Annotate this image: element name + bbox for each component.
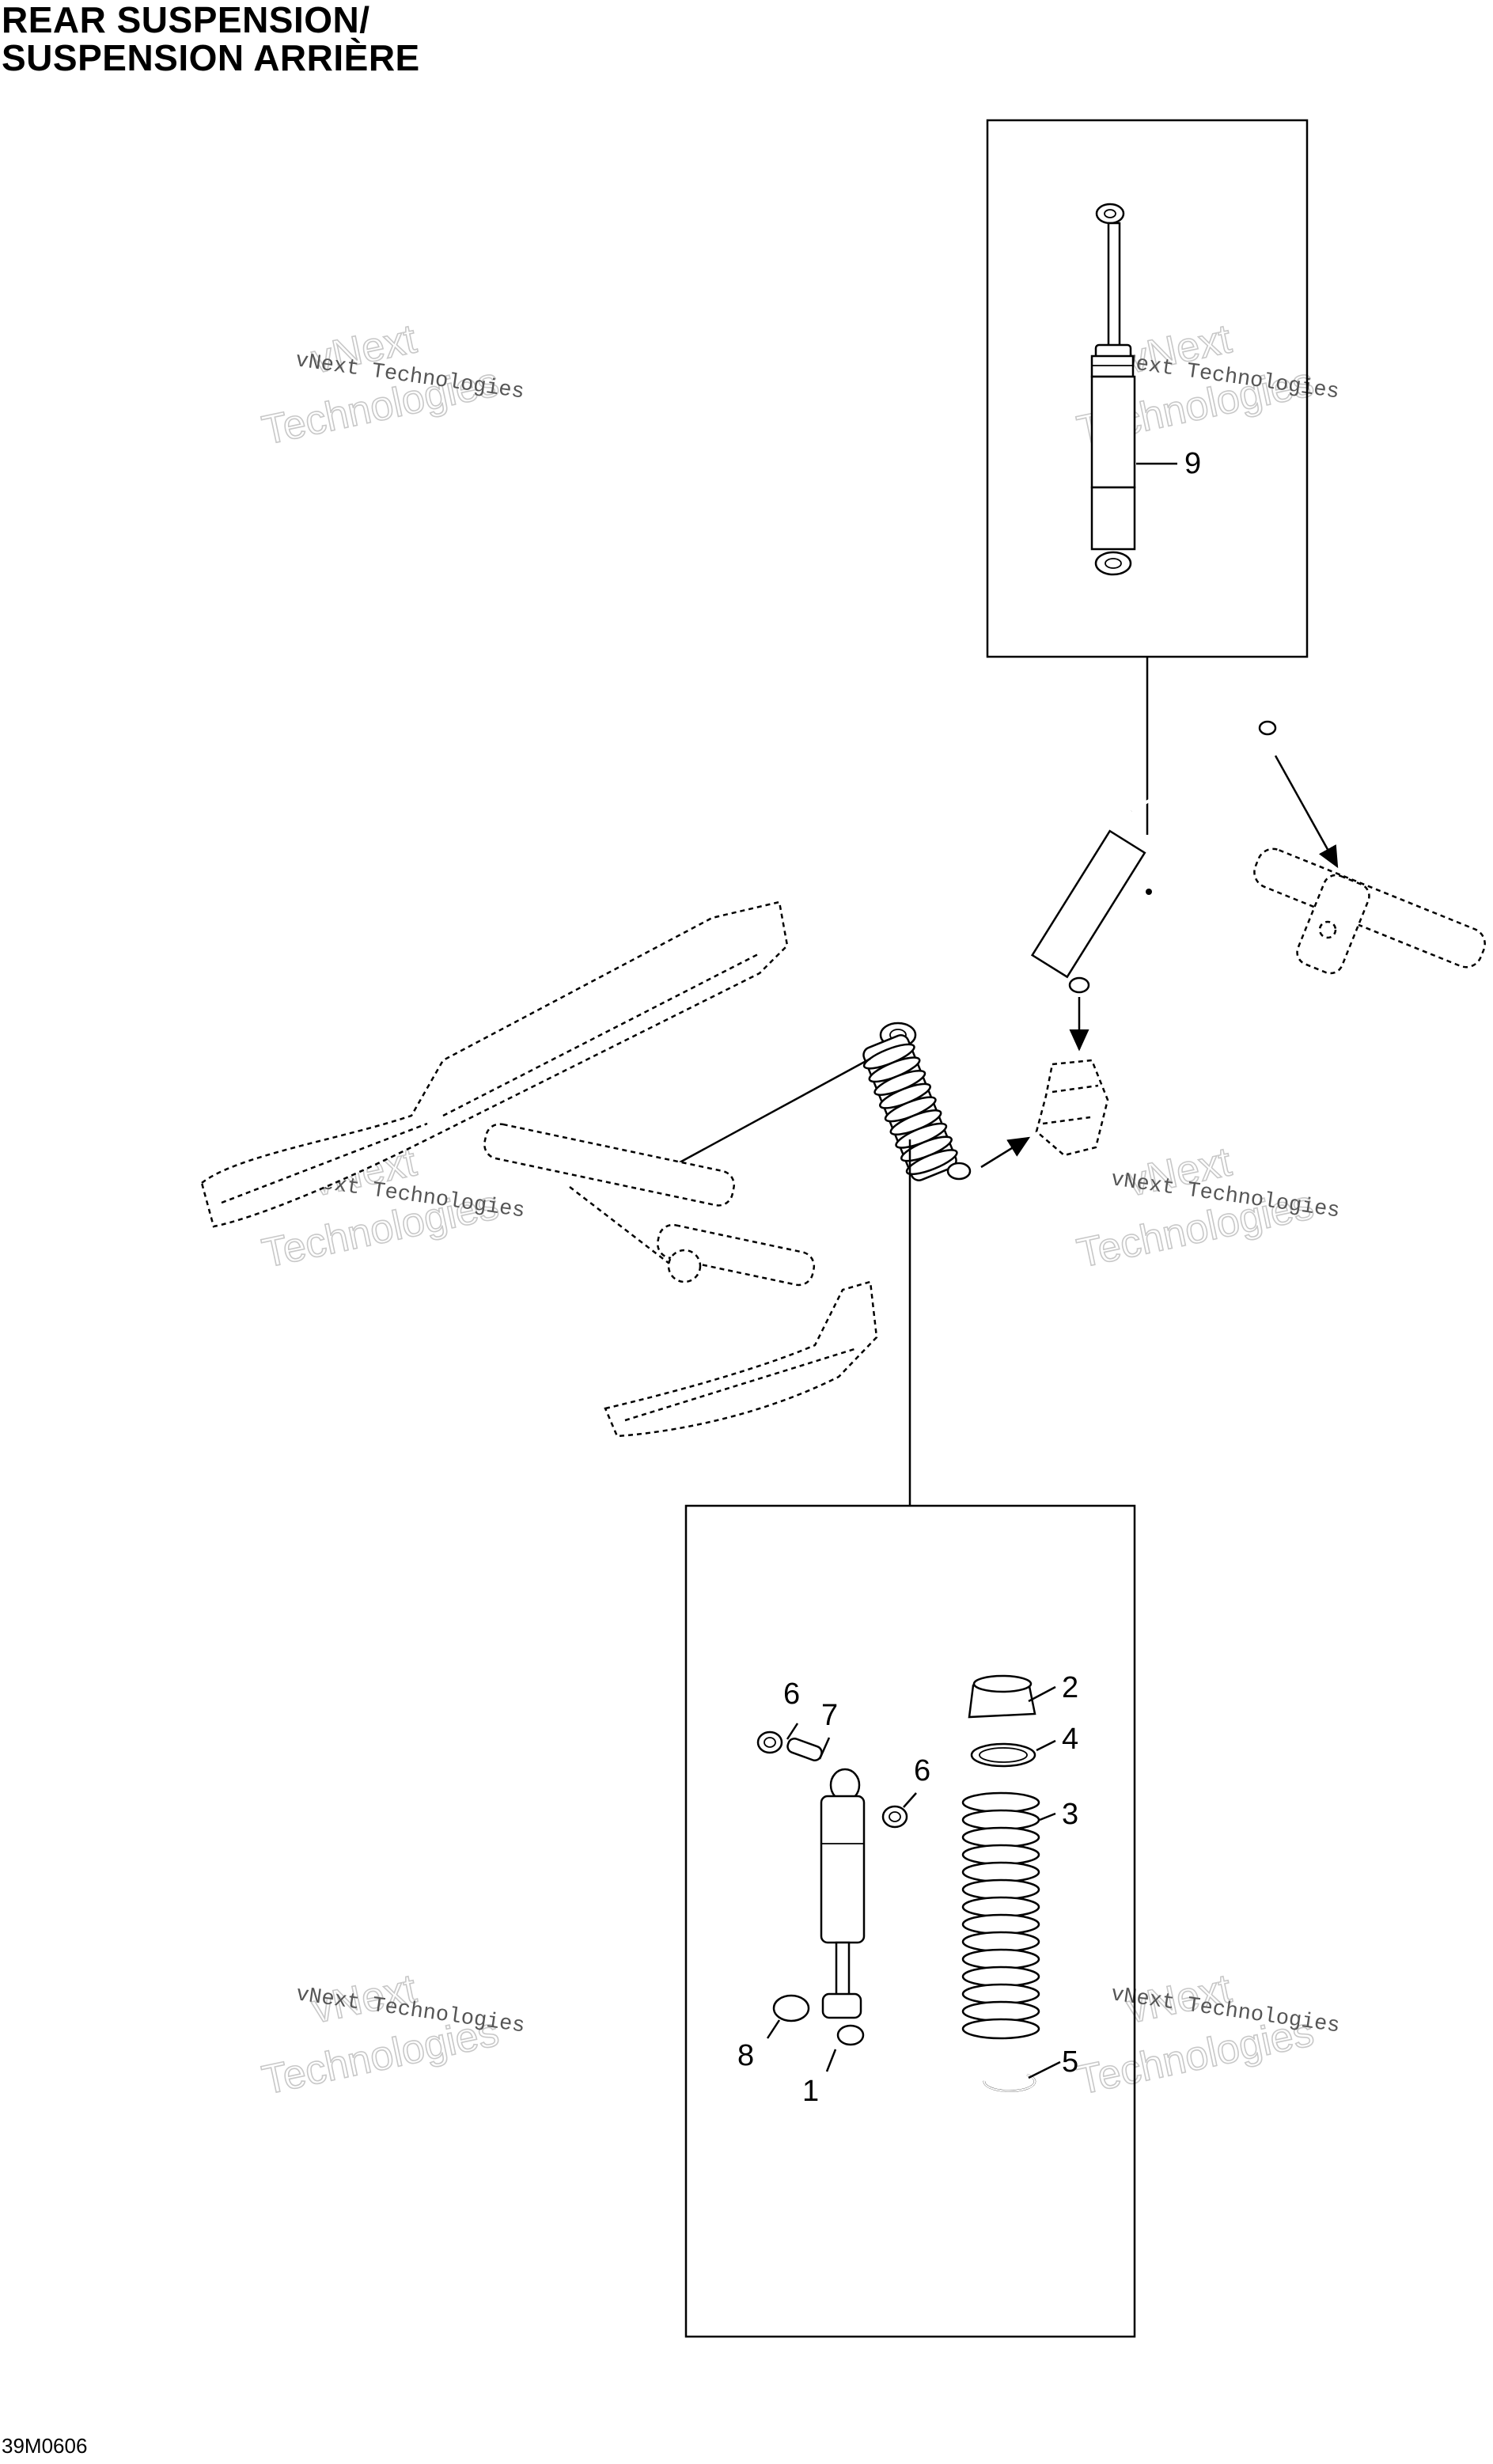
callout-1: 1: [802, 2075, 819, 2108]
spring-components-exploded: [961, 1674, 1061, 2092]
arrow-to-bracket-from-shock: [980, 1136, 1031, 1169]
page-title-line-2: SUSPENSION ARRIÈRE: [2, 37, 420, 78]
callout-9: 9: [1184, 447, 1201, 480]
mounting-bracket-dashed: [1035, 1059, 1109, 1157]
callout-6-upper: 6: [783, 1677, 800, 1711]
page-title-line-1: REAR SUSPENSION/: [2, 0, 370, 40]
center-shock-with-spring: [862, 1022, 972, 1181]
center-shock-exploded: [756, 1723, 917, 2072]
drawing-code: 39M0606: [2, 2434, 88, 2458]
arrow-to-front-arm: [642, 1057, 871, 1183]
watermark-bottom-right: vNext Technologies vNext Technologies: [1073, 1965, 1341, 2104]
detail-box-center-shock: [684, 1504, 1136, 2338]
callout-8: 8: [737, 2039, 754, 2072]
front-arm-dashed: [483, 1123, 816, 1287]
watermark-bottom-left: vNext Technologies vNext Technologies: [258, 1965, 526, 2104]
callout-2: 2: [1062, 1671, 1078, 1704]
watermark-mid-right: vNext Technologies vNext Technologies: [1073, 1138, 1341, 1277]
callout-7: 7: [821, 1699, 838, 1732]
callout-6-lower: 6: [914, 1754, 930, 1787]
callout-4: 4: [1062, 1723, 1078, 1756]
watermark-top-left: vNext Technologies vNext Technologies: [258, 315, 526, 454]
left-rail-lower-dashed: [604, 1280, 878, 1438]
arrow-to-right-arm: [1274, 755, 1339, 869]
callout-5: 5: [1062, 2045, 1078, 2079]
rear-arm-shock-installed: [1030, 720, 1277, 994]
rear-arm-shock-absorber: [1090, 203, 1177, 576]
right-rear-arm-dashed: [1253, 847, 1486, 975]
left-rail-upper-dashed: [200, 900, 789, 1228]
callout-3: 3: [1062, 1798, 1078, 1831]
